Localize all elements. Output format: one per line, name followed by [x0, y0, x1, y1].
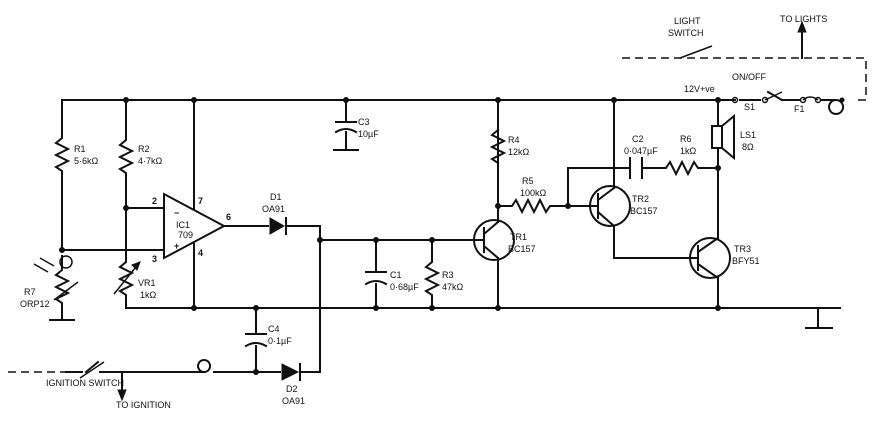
tr3-type: BFY51: [732, 256, 760, 266]
ignition-switch-label: IGNITION SWITCH: [46, 378, 124, 388]
light-switch-label-2: SWITCH: [668, 28, 704, 38]
fuse-f1: [799, 96, 822, 104]
ls1-value: 8Ω: [742, 142, 754, 152]
tr2-type: BC157: [630, 206, 658, 216]
c1-value: 0·68µF: [390, 282, 419, 292]
r6-value: 1kΩ: [680, 146, 697, 156]
resistor-r1: [53, 99, 71, 251]
resistor-r3: [423, 239, 441, 309]
light-switch-lever: [679, 45, 713, 59]
resistor-r5: [497, 197, 591, 215]
c2-value: 0·047µF: [624, 146, 658, 156]
resistor-r2: [117, 99, 135, 209]
pin7-label: 7: [198, 196, 203, 206]
capacitor-c1: [364, 239, 388, 309]
transistor-tr2: [589, 99, 631, 259]
feedback-c2-r6: [567, 159, 719, 207]
wire-d1-out: [285, 225, 321, 241]
d2-label: D2: [286, 384, 298, 394]
tr2-label: TR2: [632, 194, 649, 204]
ic1-label: IC1: [176, 220, 190, 230]
ldr-r7: [33, 255, 79, 321]
svg-text:+: +: [174, 241, 179, 251]
c2-label: C2: [632, 134, 644, 144]
r3-value: 47kΩ: [442, 282, 464, 292]
ground-symbol: [805, 307, 833, 329]
r6-label: R6: [680, 134, 692, 144]
capacitor-c3: [333, 97, 359, 151]
diode-d1: [269, 217, 287, 235]
resistor-vr1: [117, 207, 135, 309]
s1-label: S1: [744, 102, 755, 112]
ls1-label: LS1: [740, 130, 756, 140]
ic1-type: 709: [178, 230, 193, 240]
vr1-value: 1kΩ: [140, 290, 157, 300]
resistor-r4: [489, 128, 507, 165]
r4-label: R4: [508, 135, 520, 145]
to-ignition-arrow: [117, 389, 127, 402]
r1-label: R1: [74, 144, 86, 154]
speaker-ls1: [711, 99, 735, 161]
pin3-label: 3: [152, 254, 157, 264]
capacitor-c4: [244, 305, 268, 373]
r4-value: 12kΩ: [508, 147, 530, 157]
to-lights-arrow: [797, 20, 807, 33]
c3-value: 10µF: [358, 129, 379, 139]
r5-value: 100kΩ: [520, 188, 547, 198]
r5-label: R5: [522, 176, 534, 186]
vr1-label: VR1: [138, 278, 156, 288]
transistor-tr1: [473, 99, 515, 309]
supply-label: 12V+ve: [684, 84, 715, 94]
tr1-label: TR1: [510, 232, 527, 242]
pin6-label: 6: [226, 212, 231, 222]
c1-label: C1: [390, 270, 402, 280]
ignition-switch-lever: [79, 361, 105, 379]
r7-label: R7: [24, 287, 36, 297]
d2-type: OA91: [282, 396, 305, 406]
light-switch-label-1: LIGHT: [674, 16, 701, 26]
pin4-label: 4: [198, 248, 203, 258]
capacitor-c2: [629, 157, 643, 179]
opamp-inputs: [159, 207, 165, 251]
tr3-label: TR3: [734, 244, 751, 254]
d1-type: OA91: [262, 204, 285, 214]
d1-label: D1: [270, 192, 282, 202]
svg-text:−: −: [174, 208, 179, 218]
c3-label: C3: [358, 117, 370, 127]
connector-dot: [839, 97, 845, 103]
ignition-switch-line: [65, 360, 205, 374]
switch-contact: [761, 96, 769, 104]
pin2-label: 2: [152, 196, 157, 206]
to-ignition-label: TO IGNITION: [116, 400, 171, 410]
f1-label: F1: [794, 104, 805, 114]
lights-dashed-wire: [619, 57, 867, 101]
on-off-label: ON/OFF: [732, 72, 766, 82]
ignition-connector: [197, 359, 212, 374]
transistor-tr3: [689, 149, 731, 309]
on-off-switch-lever: [764, 91, 783, 101]
to-lights-label: TO LIGHTS: [780, 14, 827, 24]
diode-d2: [281, 363, 301, 381]
r1-value: 5·6kΩ: [74, 156, 99, 166]
c4-label: C4: [268, 324, 280, 334]
c4-value: 0·1µF: [268, 336, 292, 346]
supply-connector: [828, 98, 845, 115]
tr1-type: BC157: [508, 244, 536, 254]
r3-label: R3: [442, 270, 454, 280]
r7-type: ORP12: [20, 299, 50, 309]
switch-contact: [731, 96, 739, 104]
r2-value: 4·7kΩ: [138, 156, 163, 166]
r2-label: R2: [138, 144, 150, 154]
